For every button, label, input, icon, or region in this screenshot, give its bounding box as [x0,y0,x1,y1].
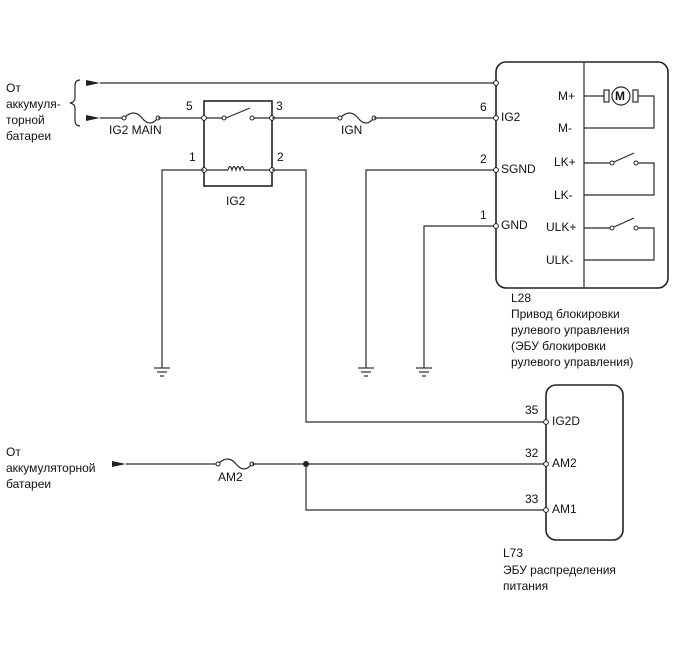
source-bottom-line2: аккумуляторной [6,461,96,475]
ground-icon [358,367,374,377]
l73-code: L73 [503,546,523,560]
l28-pin1-label: GND [501,218,528,232]
relay-pin5-number: 5 [186,99,193,113]
l28-code: L28 [511,291,531,305]
switch-icon [225,107,251,119]
component-l28: 6 IG2 2 SGND 1 GND M+ M- M LK+ LK- ULK+ … [480,61,669,369]
l73-pin35-number: 35 [525,403,539,417]
relay-pin1-number: 1 [189,150,196,164]
l28-desc-line2: рулевого управления [511,323,629,337]
source-top-line2: аккумуля- [6,97,61,111]
fuse-icon [339,112,375,124]
battery-source-bottom: От аккумуляторной батареи [6,445,96,491]
fuse-am2-label: AM2 [218,470,243,484]
l28-desc-line4: рулевого управления) [511,355,633,369]
relay-pin3-number: 3 [276,99,283,113]
arrow-icon [112,461,126,467]
brace-icon [69,79,81,127]
l73-pin32-number: 32 [525,446,539,460]
l28-pin6-label: IG2 [501,110,521,124]
l73-pin33-number: 33 [525,492,539,506]
source-bottom-line3: батареи [6,477,51,491]
switch-icon [613,152,635,163]
source-top-line4: батареи [6,129,51,143]
relay-name: IG2 [226,194,246,208]
l73-desc-line1: ЭБУ распределения [503,563,616,577]
l28-ulk-plus-label: ULK+ [546,220,576,234]
l73-pin33-label: AM1 [552,502,577,516]
ground-icon [154,367,170,377]
fuse-icon [217,458,253,470]
source-top-line1: От [6,81,21,95]
l28-pin1-number: 1 [480,208,487,222]
relay-pin2-number: 2 [277,150,284,164]
l28-desc-line1: Привод блокировки [511,307,620,321]
l73-pin35-label: IG2D [552,414,580,428]
fuse-ign-label: IGN [341,123,362,137]
l28-desc-line3: (ЭБУ блокировки [511,339,606,353]
source-bottom-line1: От [6,445,21,459]
l28-ulk-minus-label: ULK- [546,253,573,267]
arrow-icon [86,115,100,121]
l28-pin2-label: SGND [501,162,536,176]
l28-lk-minus-label: LK- [554,188,573,202]
motor-glyph: M [615,89,625,103]
l28-pin2-number: 2 [480,152,487,166]
l28-m-plus-label: M+ [558,89,575,103]
battery-source-top: От аккумуля- торной батареи [6,79,81,143]
fuse-icon [123,112,159,124]
fuse-ig2-main-label: IG2 MAIN [109,123,162,137]
l28-lk-plus-label: LK+ [554,155,576,169]
source-top-line3: торной [6,113,45,127]
motor-icon: M [603,86,639,106]
arrow-icon [86,80,100,86]
relay-ig2: 5 3 1 2 IG2 [186,99,284,208]
l73-pin32-label: AM2 [552,456,577,470]
l28-m-minus-label: M- [558,121,572,135]
l73-desc-line2: питания [503,579,548,593]
component-l73: 35 IG2D 32 AM2 33 AM1 L73 ЭБУ распределе… [503,384,624,593]
l28-pin6-number: 6 [480,100,487,114]
switch-icon [613,217,635,228]
ground-icon [416,367,432,377]
coil-icon [227,165,245,173]
